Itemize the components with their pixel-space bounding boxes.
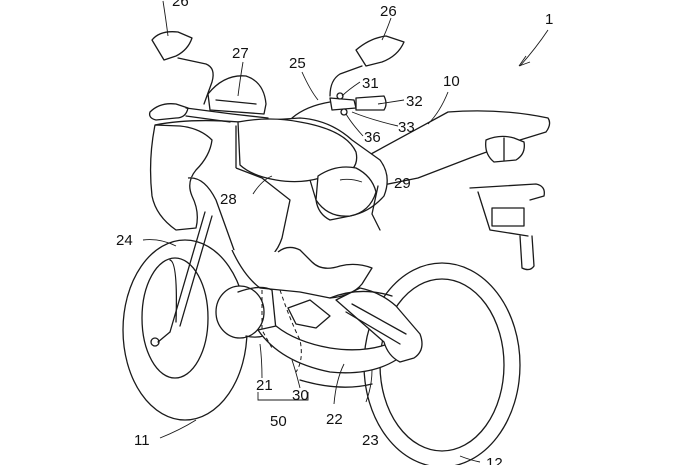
leader-lines bbox=[142, 0, 549, 463]
engine bbox=[215, 246, 423, 374]
mirror-right bbox=[329, 35, 405, 97]
instrument-cluster bbox=[207, 75, 267, 115]
label-24: 24 bbox=[116, 232, 133, 249]
label-27: 27 bbox=[232, 45, 249, 62]
label-31: 31 bbox=[362, 75, 379, 92]
label-30: 30 bbox=[292, 387, 309, 404]
label-1: 1 bbox=[545, 11, 553, 28]
exhaust-swingarm bbox=[299, 185, 393, 388]
mirror-left bbox=[151, 31, 214, 105]
label-10: 10 bbox=[443, 73, 460, 90]
label-23: 23 bbox=[362, 432, 379, 449]
handlebar-left bbox=[148, 103, 269, 123]
label-12: 12 bbox=[486, 455, 503, 465]
label-25: 25 bbox=[289, 55, 306, 72]
front-fork bbox=[157, 211, 213, 343]
tail-cowl bbox=[359, 110, 551, 271]
label-29: 29 bbox=[394, 175, 411, 192]
label-33: 33 bbox=[398, 119, 415, 136]
label-11: 11 bbox=[134, 432, 150, 449]
label-32: 32 bbox=[406, 93, 423, 110]
label-26-right: 26 bbox=[380, 3, 397, 20]
label-28: 28 bbox=[220, 191, 237, 208]
label-22: 22 bbox=[326, 411, 343, 428]
label-50: 50 bbox=[270, 413, 287, 430]
front-wheel bbox=[122, 239, 248, 421]
handlebar-right bbox=[291, 92, 387, 119]
label-36: 36 bbox=[364, 129, 381, 146]
label-21: 21 bbox=[256, 377, 273, 394]
label-26-left: 26 bbox=[172, 0, 189, 10]
reference-numerals: 26 26 1 27 25 31 10 32 33 36 29 28 24 21… bbox=[116, 0, 553, 465]
